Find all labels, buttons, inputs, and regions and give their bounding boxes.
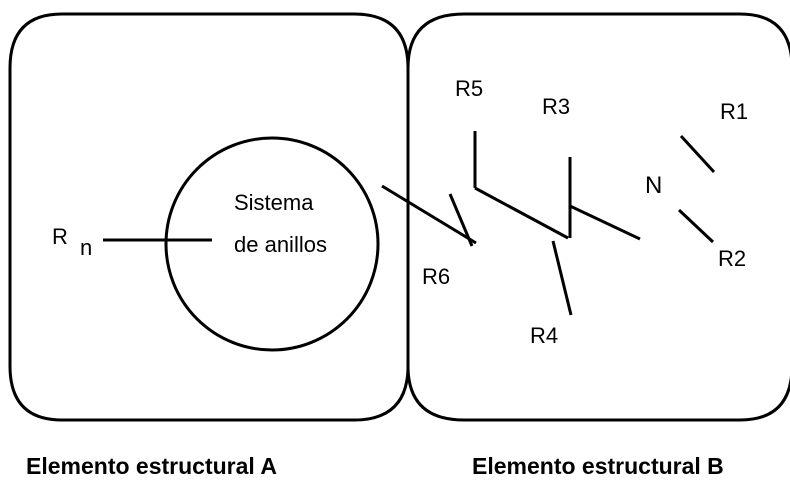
- label-r3: R3: [542, 94, 570, 119]
- bond-n-r2: [677, 208, 715, 244]
- label-r5: R5: [455, 76, 483, 101]
- caption-element-b: Elemento estructural B: [472, 453, 724, 479]
- bond-r4-substituent: [551, 240, 573, 316]
- label-n: N: [645, 172, 662, 199]
- label-r6: R6: [422, 264, 450, 289]
- ring-system-label-line2: de anillos: [234, 232, 327, 257]
- bond-chain-2: [569, 204, 641, 241]
- bond-n-r1: [679, 134, 716, 174]
- ring-system-circle: [164, 136, 380, 352]
- label-r2: R2: [718, 246, 746, 271]
- label-r4: R4: [530, 323, 558, 348]
- element-a-box: [8, 12, 410, 422]
- substituent-n-subscript: n: [80, 235, 92, 260]
- ring-system-label-line1: Sistema: [234, 190, 314, 215]
- substituent-r-label: R: [52, 224, 68, 249]
- bond-r6-substituent: [448, 193, 474, 247]
- bond-chain-1: [474, 186, 569, 240]
- bond-ring-to-r6: [381, 184, 477, 245]
- caption-element-a: Elemento estructural A: [26, 453, 277, 479]
- label-r1: R1: [720, 99, 748, 124]
- element-b-box: [406, 12, 790, 422]
